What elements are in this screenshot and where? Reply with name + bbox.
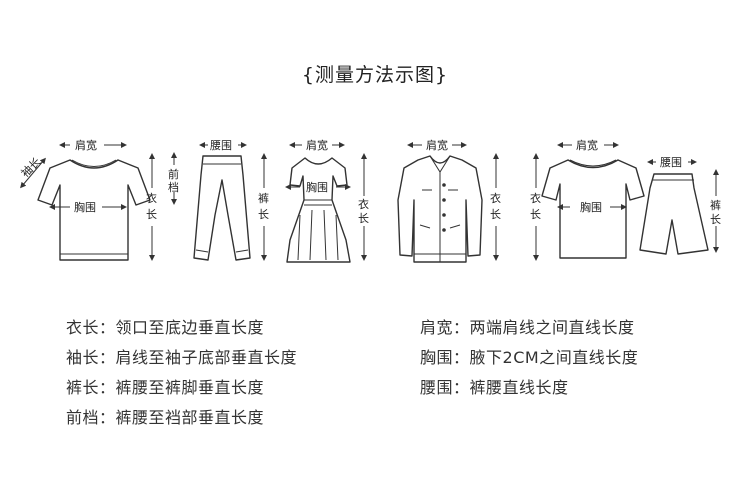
pants-label-b: 长 (258, 208, 269, 221)
tshirt2-outline (541, 159, 645, 259)
shorts-label-a: 裤 (710, 198, 721, 212)
tshirt2-figure: 肩宽 胸围 衣 长 (530, 138, 645, 261)
definition-desc: 肩线至袖子底部垂直长度 (115, 348, 298, 367)
length-label-1a: 衣 (146, 191, 157, 205)
definition-term: 袖长 (66, 348, 100, 367)
chest-label-1: 胸围 (74, 200, 96, 214)
length-label-5a: 衣 (530, 191, 541, 205)
tshirt-figure: 肩宽 胸围 袖长 衣 长 (18, 138, 157, 261)
definition-row-rise: 前档：裤腰至裆部垂直长度 (66, 404, 264, 428)
rise-label-a: 前 (168, 167, 179, 181)
chest-label-3: 胸围 (580, 200, 602, 214)
shorts-label-b: 长 (710, 213, 721, 226)
shoulder-label-4: 肩宽 (576, 138, 598, 152)
pants-figure: 腰围 前 档 裤 长 (168, 139, 269, 261)
garment-illustrations: 肩宽 胸围 袖长 衣 长 腰围 前 档 裤 长 肩宽 (18, 138, 721, 263)
definition-sep: ： (99, 318, 116, 337)
definition-desc: 两端肩线之间直线长度 (469, 318, 635, 337)
definition-row-shoulder: 肩宽：两端肩线之间直线长度 (420, 314, 635, 338)
length-label-4b: 长 (490, 208, 501, 221)
shorts-outline (639, 173, 709, 255)
length-label-3a: 衣 (358, 197, 369, 211)
definition-row-waist: 腰围：裤腰直线长度 (420, 374, 569, 398)
waist-label-1: 腰围 (210, 139, 232, 152)
shorts-figure: 腰围 裤 长 (639, 156, 721, 255)
definition-sep: ： (453, 318, 470, 337)
definition-sep: ： (453, 378, 470, 397)
definition-row-pants: 裤长：裤腰至裤脚垂直长度 (66, 374, 264, 398)
definition-sep: ： (99, 378, 116, 397)
definition-desc: 裤腰直线长度 (469, 378, 569, 397)
definition-term: 肩宽 (420, 318, 454, 337)
dress-outline (286, 157, 351, 263)
rise-label-b: 档 (168, 180, 179, 194)
definition-term: 衣长 (66, 318, 100, 337)
definition-desc: 裤腰至裤脚垂直长度 (115, 378, 265, 397)
definition-term: 胸围 (420, 348, 454, 367)
length-label-3b: 长 (358, 212, 369, 225)
diagram-title: {测量方法示图} (301, 64, 449, 86)
pants-label-a: 裤 (258, 191, 269, 205)
jacket-figure: 肩宽 衣 长 (397, 138, 501, 263)
definition-row-chest: 胸围：腋下2CM之间直线长度 (420, 344, 638, 368)
definition-row-length: 衣长：领口至底边垂直长度 (66, 314, 264, 338)
length-label-1b: 长 (146, 208, 157, 221)
tshirt-outline (37, 159, 151, 261)
definition-sep: ： (99, 348, 116, 367)
definition-desc: 裤腰至裆部垂直长度 (115, 408, 265, 427)
shoulder-label-2: 肩宽 (306, 138, 328, 152)
length-label-4a: 衣 (490, 191, 501, 205)
definition-desc: 腋下2CM之间直线长度 (469, 348, 639, 367)
shoulder-label-3: 肩宽 (426, 138, 448, 152)
definition-row-sleeve: 袖长：肩线至袖子底部垂直长度 (66, 344, 297, 368)
definition-desc: 领口至底边垂直长度 (115, 318, 265, 337)
definition-sep: ： (453, 348, 470, 367)
length-label-5b: 长 (530, 208, 541, 221)
dress-figure: 肩宽 胸围 衣 长 (285, 138, 369, 263)
definition-term: 前档 (66, 408, 100, 427)
waist-label-2: 腰围 (660, 156, 682, 169)
definition-term: 腰围 (420, 378, 454, 397)
definition-sep: ： (99, 408, 116, 427)
pants-outline (193, 155, 251, 261)
definition-term: 裤长 (66, 378, 100, 397)
shoulder-label-1: 肩宽 (75, 138, 97, 152)
chest-label-2: 胸围 (306, 180, 328, 194)
sleeve-label: 袖长 (18, 155, 43, 180)
